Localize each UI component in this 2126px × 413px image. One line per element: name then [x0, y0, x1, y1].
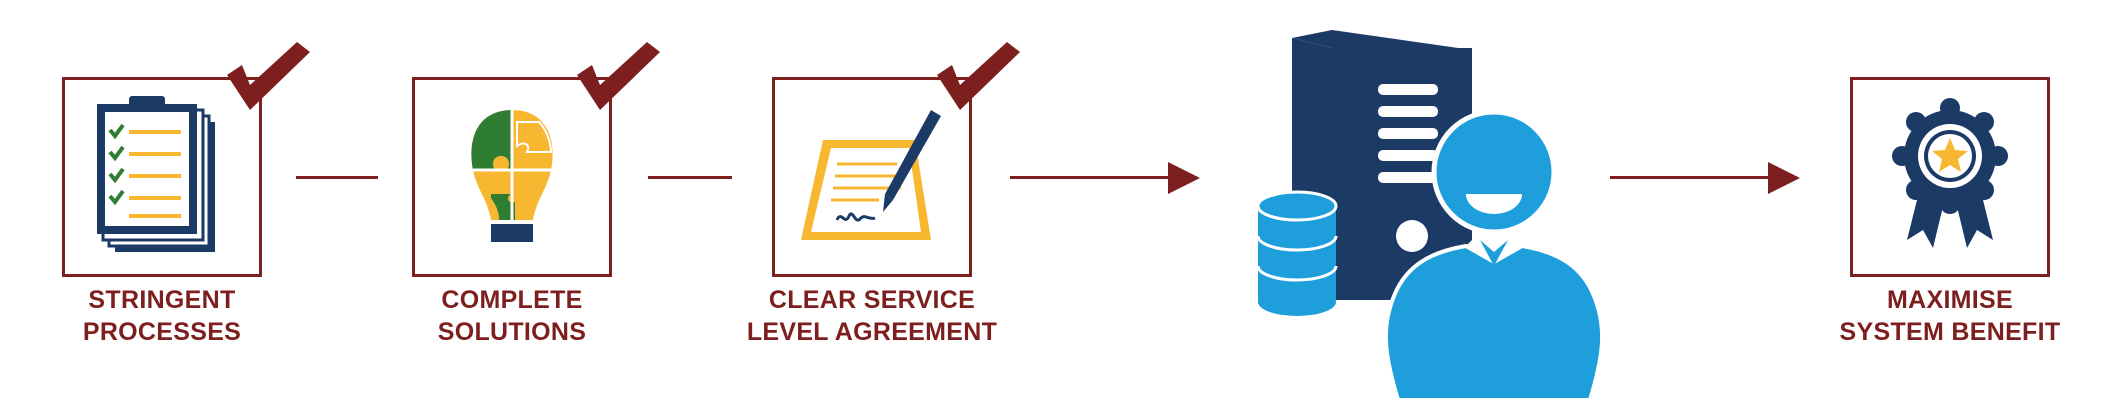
step-label-stringent-processes: STRINGENT PROCESSES [40, 284, 284, 348]
award-badge-icon [1892, 98, 2008, 248]
server-database-user-icon [1256, 30, 1605, 402]
step-label-line2: LEVEL AGREEMENT [746, 318, 998, 346]
connector-line [648, 176, 732, 179]
checkmark-icon [577, 42, 660, 110]
step-label-line1: COMPLETE [441, 286, 583, 314]
signed-contract-icon [801, 110, 941, 240]
arrow-right-icon [1168, 162, 1200, 194]
arrow-line [1010, 176, 1170, 179]
step-label-line2: PROCESSES [82, 318, 242, 346]
step-box-stringent-processes [62, 77, 262, 277]
step-label-line1: STRINGENT [88, 286, 236, 314]
step-box-complete-solutions [412, 77, 612, 277]
checkmark-icon [937, 42, 1020, 110]
step-label-line1: MAXIMISE [1886, 286, 2014, 314]
puzzle-lightbulb-icon [471, 110, 553, 242]
checkmark-icon [227, 42, 310, 110]
step-label-line2: SYSTEM BENEFIT [1839, 318, 2061, 346]
step-box-maximise-system-benefit [1850, 77, 2050, 277]
step-label-maximise-system-benefit: MAXIMISE SYSTEM BENEFIT [1810, 284, 2090, 348]
step-label-line2: SOLUTIONS [437, 318, 587, 346]
database-icon [1256, 190, 1338, 316]
connector-line [296, 176, 378, 179]
arrow-line [1610, 176, 1770, 179]
arrow-right-icon [1768, 162, 1800, 194]
user-avatar-icon [1383, 109, 1605, 402]
step-label-line1: CLEAR SERVICE [768, 286, 976, 314]
step-box-clear-service-level-agreement [772, 77, 972, 277]
step-label-complete-solutions: COMPLETE SOLUTIONS [390, 284, 634, 348]
clipboard-checklist-icon [97, 96, 215, 252]
step-label-clear-service-level-agreement: CLEAR SERVICE LEVEL AGREEMENT [722, 284, 1022, 348]
